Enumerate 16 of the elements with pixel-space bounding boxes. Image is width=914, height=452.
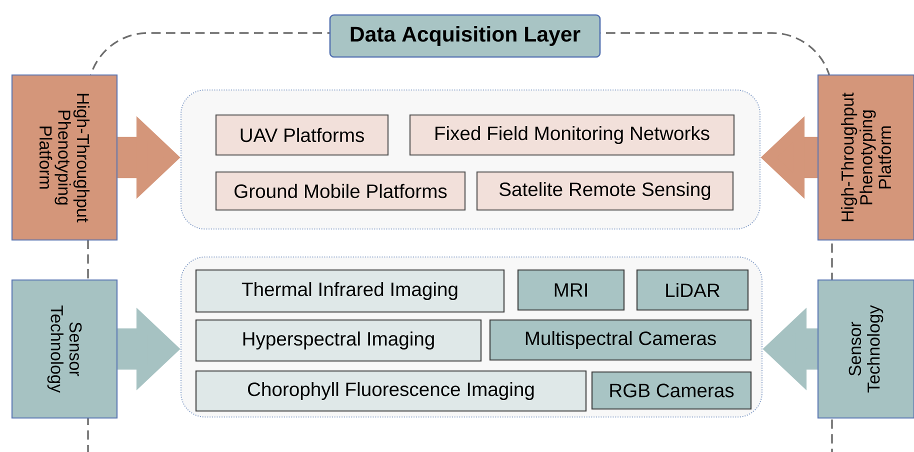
- item-box: Thermal Infrared Imaging: [195, 269, 505, 313]
- category-box: Sensor Technology: [817, 279, 914, 419]
- item-box: Multispectral Cameras: [489, 319, 752, 361]
- item-box: Satelite Remote Sensing: [476, 171, 734, 211]
- item-box: RGB Cameras: [591, 371, 752, 410]
- item-box: Chorophyll Fluorescence Imaging: [195, 370, 587, 412]
- item-box: MRI: [517, 269, 625, 311]
- item-box: Ground Mobile Platforms: [215, 171, 466, 211]
- item-box: Fixed Field Monitoring Networks: [409, 114, 735, 156]
- item-box: UAV Platforms: [215, 114, 389, 156]
- item-box: LiDAR: [636, 269, 749, 311]
- category-box: High-Throughput Phenotyping Platform: [817, 74, 914, 241]
- item-box: Hyperspectral Imaging: [195, 319, 482, 362]
- category-box: Sensor Technology: [11, 279, 118, 419]
- category-box: High-Throughput Phenotyping Platform: [11, 74, 118, 241]
- title-banner: Data Acquisition Layer: [329, 14, 601, 58]
